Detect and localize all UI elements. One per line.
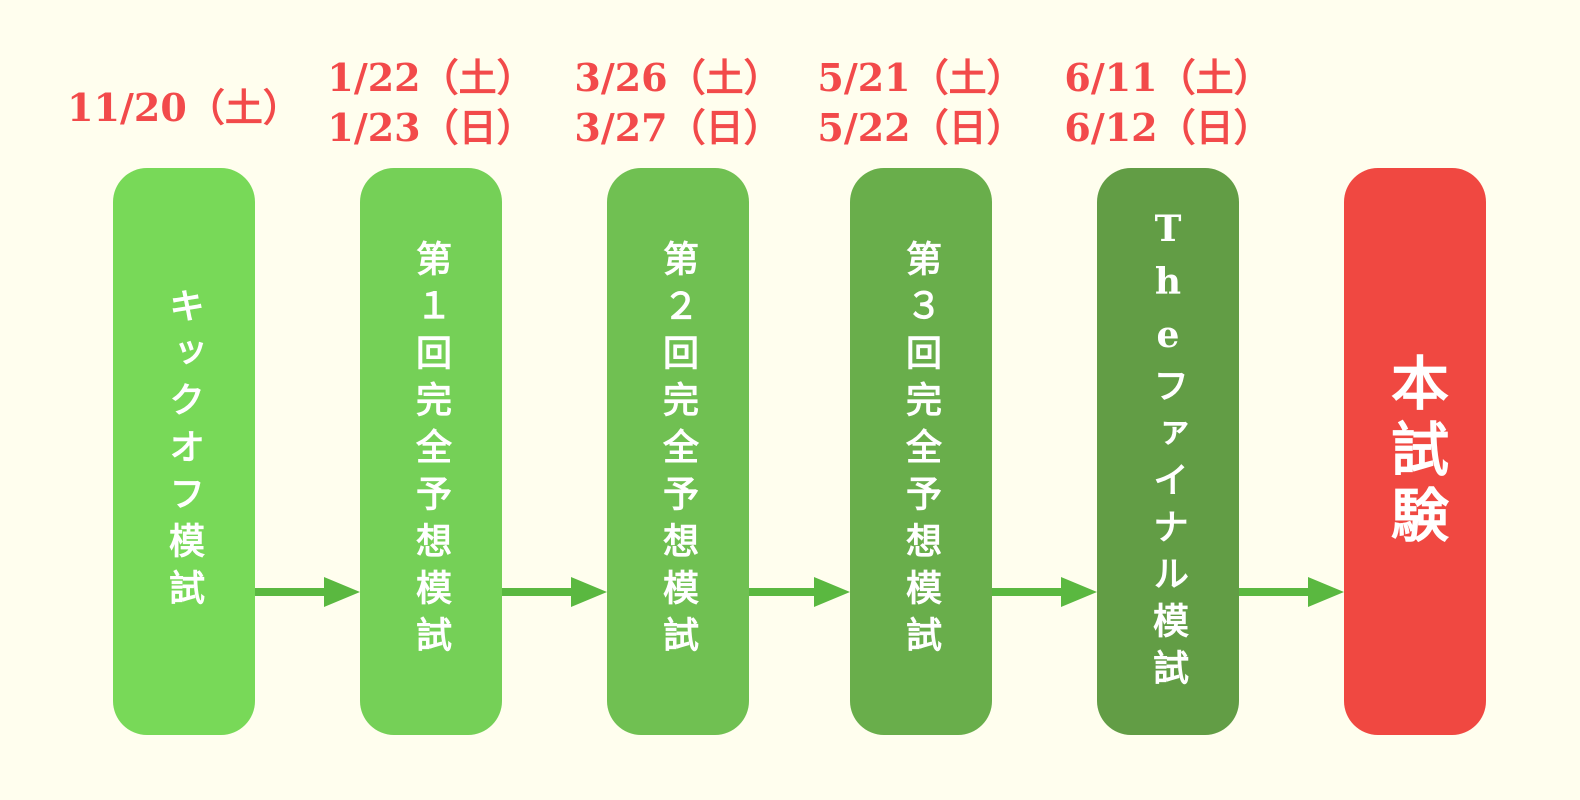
- date-line: 5/22（日）: [817, 105, 1025, 150]
- date-4: 5/21（土） 5/22（日）: [791, 53, 1051, 153]
- date-line: 1/23（日）: [327, 105, 535, 150]
- date-line: 1/22（土）: [327, 55, 535, 100]
- date-2: 1/22（土） 1/23（日）: [301, 53, 561, 153]
- date-5: 6/11（土） 6/12（日）: [1038, 53, 1298, 153]
- date-line: 5/21（土）: [817, 55, 1025, 100]
- date-line: 3/26（土）: [574, 55, 782, 100]
- step-box-exam: 本試験: [1344, 168, 1486, 735]
- step-box-kickoff: キックオフ模試: [113, 168, 255, 735]
- step-label: 第１回完全予想模試: [410, 240, 452, 663]
- step-label: 本試験: [1381, 352, 1449, 551]
- step-label: Theファイナル模試: [1147, 207, 1189, 696]
- step-label: キックオフ模試: [163, 287, 205, 616]
- date-line: 6/11（土）: [1064, 55, 1272, 100]
- date-3: 3/26（土） 3/27（日）: [548, 53, 808, 153]
- date-line: 11/20（土）: [67, 85, 301, 130]
- date-1: 11/20（土）: [54, 83, 314, 133]
- step-box-final: Theファイナル模試: [1097, 168, 1239, 735]
- date-line: 6/12（日）: [1064, 105, 1272, 150]
- step-label: 第３回完全予想模試: [900, 240, 942, 663]
- date-line: 3/27（日）: [574, 105, 782, 150]
- step-label: 第２回完全予想模試: [657, 240, 699, 663]
- step-box-mock-2: 第２回完全予想模試: [607, 168, 749, 735]
- step-box-mock-3: 第３回完全予想模試: [850, 168, 992, 735]
- step-box-mock-1: 第１回完全予想模試: [360, 168, 502, 735]
